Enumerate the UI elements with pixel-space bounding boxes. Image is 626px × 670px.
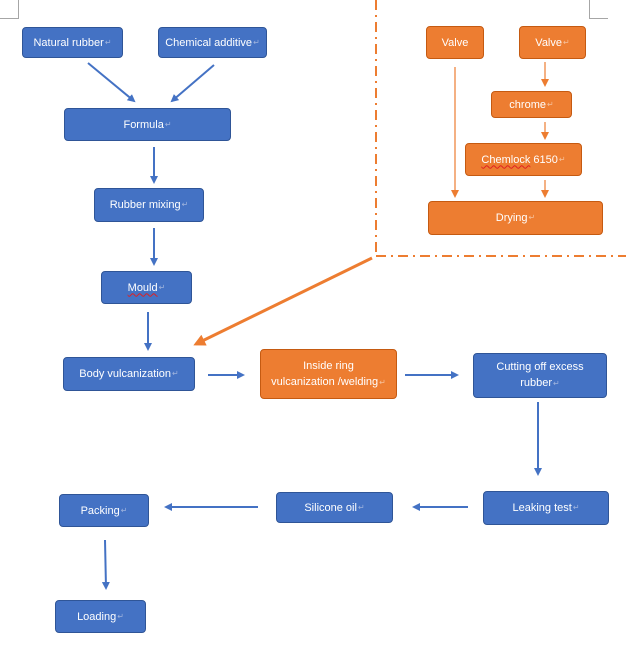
arrow-chemical-additive-to-formula bbox=[170, 64, 215, 103]
arrow-natural-rubber-to-formula bbox=[87, 62, 136, 103]
node-body-vulcanization: Body vulcanization↵ bbox=[63, 357, 195, 391]
node-formula: Formula↵ bbox=[64, 108, 231, 141]
node-valve-left: Valve bbox=[426, 26, 484, 59]
node-cutting-off-excess-rubber: Cutting off excess rubber↵ bbox=[473, 353, 607, 398]
node-loading: Loading↵ bbox=[55, 600, 146, 633]
arrow-packing-to-loading bbox=[101, 539, 110, 590]
node-mould: Mould↵ bbox=[101, 271, 192, 304]
node-natural-rubber: Natural rubber↵ bbox=[22, 27, 123, 58]
node-chemlock-6150: Chemlock 6150↵ bbox=[465, 143, 582, 176]
node-packing: Packing↵ bbox=[59, 494, 149, 527]
node-leaking-test: Leaking test↵ bbox=[483, 491, 609, 525]
page-corner-mark-left bbox=[0, 0, 19, 19]
page-corner-mark-right bbox=[589, 0, 608, 19]
node-rubber-mixing: Rubber mixing↵ bbox=[94, 188, 204, 222]
node-valve-right: Valve↵ bbox=[519, 26, 586, 59]
node-chrome: chrome↵ bbox=[491, 91, 572, 118]
node-silicone-oil: Silicone oil↵ bbox=[276, 492, 393, 523]
node-drying: Drying↵ bbox=[428, 201, 603, 235]
node-inside-ring-vulcanization-welding: Inside ring vulcanization /welding↵ bbox=[260, 349, 397, 399]
arrow-valve-branch-to-body-vulcanization bbox=[193, 256, 373, 346]
node-chemical-additive: Chemical additive↵ bbox=[158, 27, 267, 58]
